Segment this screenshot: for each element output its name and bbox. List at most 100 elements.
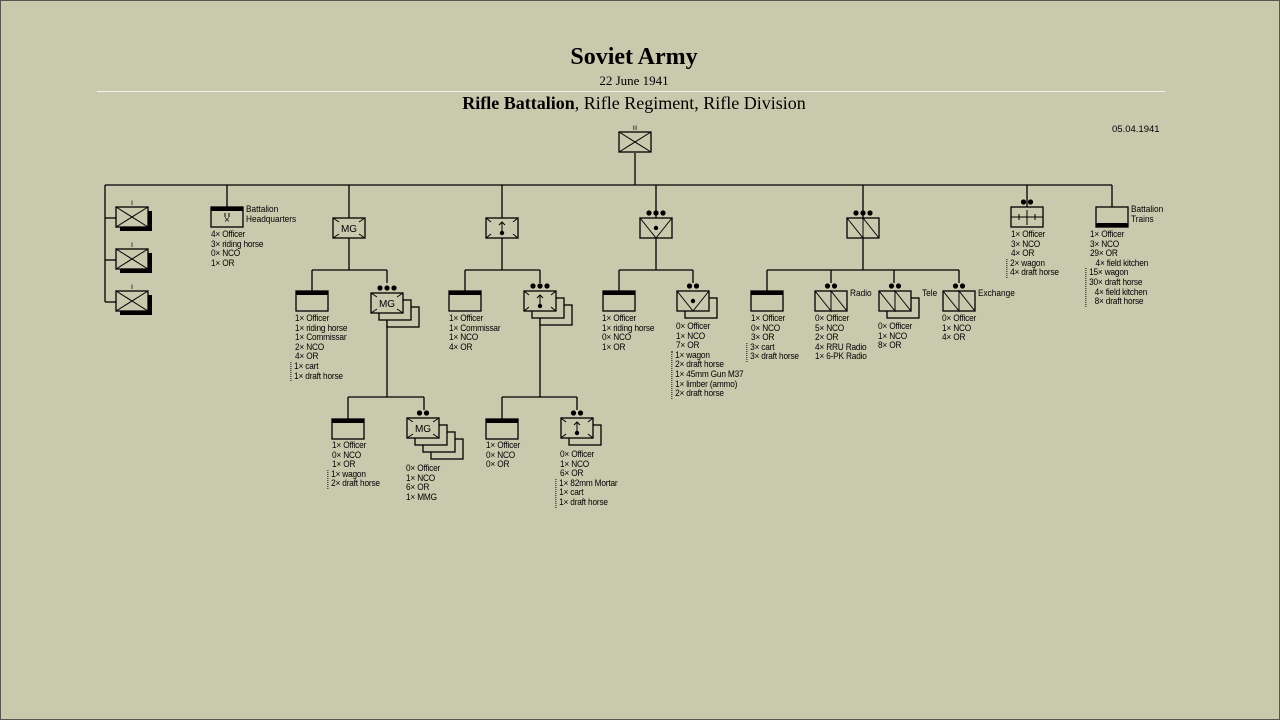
mg-co-symbol[interactable]: MGı: [332, 209, 366, 239]
subtitle-rest: , Rifle Regiment, Rifle Division: [574, 93, 806, 113]
strength-item: 1× riding horse: [295, 322, 348, 333]
sig-tele-label: Tele: [922, 288, 938, 298]
signal-icon: [846, 216, 880, 240]
mortar-co-symbol[interactable]: ı: [485, 209, 519, 239]
strength-item: 1× NCO: [878, 330, 908, 341]
mortar-plt-symbol[interactable]: [523, 283, 573, 326]
strength-item: 1× NCO: [942, 322, 972, 333]
echelon-dot-icon: [646, 210, 652, 216]
strength-item: 4× OR: [295, 351, 319, 362]
sig-tele-symbol[interactable]: [878, 283, 920, 319]
rifle-co-1-symbol[interactable]: ı: [115, 198, 152, 231]
rifle-co-3-symbol[interactable]: ı: [115, 282, 152, 315]
sig-exch-symbol[interactable]: [942, 283, 976, 313]
strength-item: 4× OR: [942, 332, 966, 343]
echelon-mark-icon: ı: [501, 209, 503, 218]
strength-item: 4× OR: [1011, 248, 1035, 259]
echelon-dot-icon: [895, 283, 902, 289]
at-sec-symbol[interactable]: [676, 283, 718, 319]
echelon-dot-icon: [824, 283, 831, 289]
echelon-dot-icon: [831, 283, 838, 289]
echelon-dot-icon: [1020, 199, 1027, 205]
sig-radio-symbol[interactable]: [814, 283, 848, 313]
strength-item: 29× OR: [1090, 248, 1118, 259]
strength-item: 0× NCO: [751, 322, 781, 333]
eng-sec-symbol[interactable]: [1010, 199, 1044, 228]
hq-bar-icon: [296, 291, 328, 295]
strength-item: 30× draft horse: [1089, 276, 1143, 287]
mortar-sec-symbol[interactable]: [560, 410, 602, 446]
strength-item: 4× OR: [449, 341, 473, 352]
strength-item: 1× cart: [294, 360, 319, 371]
infantry-cross-icon: [618, 131, 652, 153]
strength-item: 1× Officer: [486, 440, 521, 450]
echelon-dot-icon: [959, 283, 966, 289]
signal-icon: [814, 289, 848, 313]
battalion-symbol[interactable]: ıı: [618, 123, 652, 153]
sig-plt-symbol[interactable]: [846, 210, 880, 240]
mg-plt-hq-symbol[interactable]: [331, 418, 365, 440]
mg-icon: MG: [415, 424, 431, 435]
echelon-mark-icon: ı: [348, 209, 350, 218]
strength-item: 1× riding horse: [602, 322, 655, 333]
subtitle-bold: Rifle Battalion: [462, 93, 575, 113]
strength-item: 1× NCO: [560, 458, 590, 469]
strength-item: 3× OR: [751, 332, 775, 343]
mortar-co-hq-symbol[interactable]: [448, 290, 482, 312]
strength-item: 1× Officer: [332, 440, 367, 450]
echelon-dot-icon: [423, 410, 430, 416]
rifle-co-2-symbol[interactable]: ı: [115, 240, 152, 273]
strength-item: 0× Officer: [560, 449, 595, 459]
hq-bar-icon: [751, 291, 783, 295]
signal-icon: [942, 289, 976, 313]
echelon-dot-icon: [416, 410, 423, 416]
strength-item: 3× draft horse: [750, 351, 799, 362]
strength-item: 1× OR: [332, 459, 356, 470]
mg-co-hq-symbol[interactable]: [295, 290, 329, 312]
strength-item: 1× 45mm Gun M37: [675, 368, 744, 379]
echelon-dot-icon: [660, 210, 666, 216]
strength-item: 2× draft horse: [675, 359, 724, 370]
strength-item: 1× Officer: [602, 313, 637, 323]
infantry-cross-icon: [115, 206, 149, 228]
strength-item: 1× wagon: [675, 349, 710, 360]
mortar-plt-hq-symbol[interactable]: [485, 418, 519, 440]
mg-sec-symbol[interactable]: MG: [406, 410, 464, 460]
trains-symbol[interactable]: [1095, 206, 1129, 228]
strength-item: 1× limber (ammo): [675, 378, 738, 389]
strength-item: 2× draft horse: [675, 388, 724, 399]
strength-item: 2× draft horse: [331, 478, 380, 489]
page-title: Soviet Army: [570, 44, 698, 70]
document-date: 05.04.1941: [1112, 124, 1160, 135]
bn-hq-symbol[interactable]: ×: [210, 206, 244, 228]
echelon-mark-icon: ıı: [633, 123, 637, 132]
echelon-dot-icon: [577, 410, 584, 416]
strength-item: 1× NCO: [406, 472, 436, 483]
echelon-dot-icon: [544, 283, 550, 289]
sig-plt-hq-symbol[interactable]: [750, 290, 784, 312]
infantry-cross-icon: [115, 248, 149, 270]
echelon-dot-icon: [377, 285, 383, 291]
strength-item: 1× wagon: [331, 468, 366, 479]
divider: [97, 91, 1165, 92]
strength-item: 3× NCO: [1090, 238, 1120, 249]
strength-item: 1× NCO: [449, 332, 479, 343]
at-plt-symbol[interactable]: [639, 210, 673, 239]
echelon-dot-icon: [570, 410, 577, 416]
strength-item: 2× NCO: [295, 341, 325, 352]
at-plt-hq-symbol[interactable]: [602, 290, 636, 312]
mg-plt-symbol[interactable]: MG: [370, 285, 420, 328]
hq-bar-icon: [332, 419, 364, 423]
echelon-dot-icon: [888, 283, 895, 289]
